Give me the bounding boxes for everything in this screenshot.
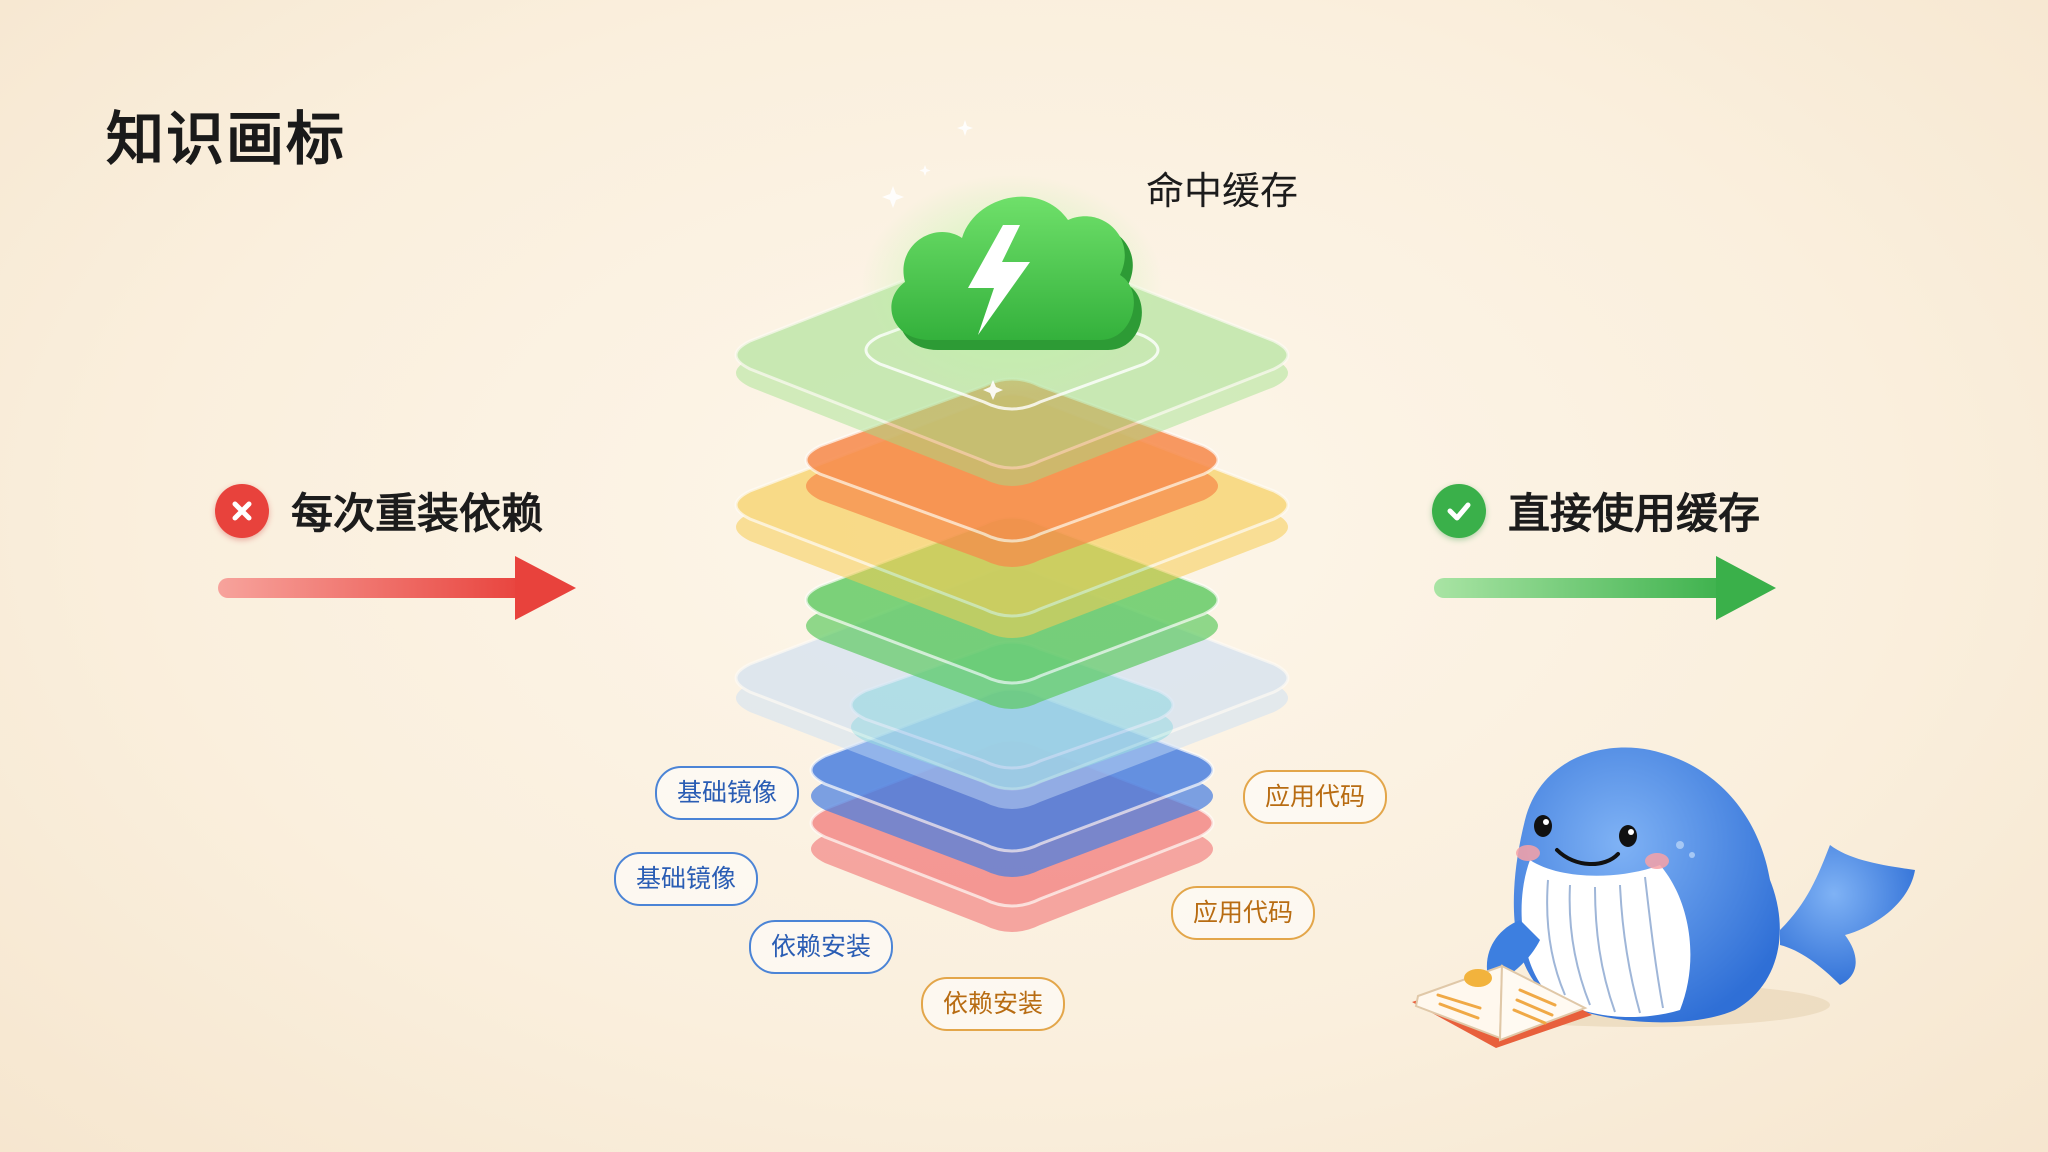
tag-deps-install: 依赖安装 [921,977,1066,1031]
tag-base-image: 基础镜像 [614,852,759,906]
tag-app-code: 应用代码 [1171,886,1316,940]
check-circle-icon [1432,483,1486,538]
tag-app-code: 应用代码 [1243,770,1388,824]
tag-base-image: 基础镜像 [655,766,800,820]
cache-hit-label: 命中缓存 [1146,169,1299,213]
x-circle-icon [215,483,269,538]
left-status-label: 每次重装依赖 [215,480,543,541]
left-arrow [218,556,576,620]
right-status-label: 直接使用缓存 [1432,480,1760,541]
left-status-text: 每次重装依赖 [291,489,544,538]
cloud-lightning-icon [862,120,1162,400]
right-status-text: 直接使用缓存 [1508,489,1761,538]
right-arrow [1434,556,1776,620]
open-book-icon [1412,964,1592,1048]
tag-deps-install: 依赖安装 [749,920,894,974]
page-title: 知识画标 [106,105,347,173]
